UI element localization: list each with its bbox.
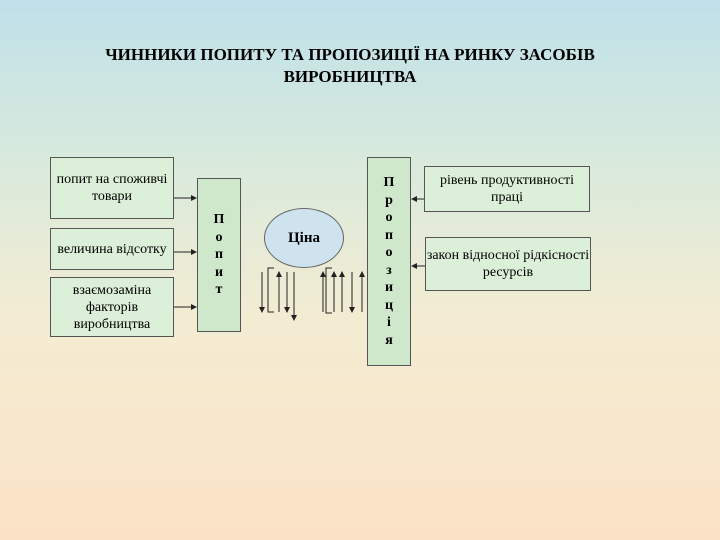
supply-letter: п <box>384 227 394 243</box>
demand-letter: т <box>215 282 223 298</box>
demand-letter: о <box>215 229 223 245</box>
demand-box: П о п и т <box>197 178 241 332</box>
supply-letter: р <box>385 192 393 208</box>
demand-letter: и <box>214 264 224 280</box>
supply-letter: о <box>385 210 393 225</box>
price-ellipse: Ціна <box>264 208 344 268</box>
demand-factor-consumer-goods: попит на споживчі товари <box>50 157 174 219</box>
supply-letter: и <box>384 280 394 295</box>
supply-box: П р о п о з и ц і я <box>367 157 411 366</box>
bracket-right <box>325 267 332 314</box>
supply-letter: з <box>386 262 392 278</box>
supply-factor-productivity: рівень продуктивності праці <box>424 166 590 212</box>
supply-letter: я <box>385 332 393 348</box>
demand-factor-substitution: взаємозаміна факторів виробництва <box>50 277 174 337</box>
demand-letter: П <box>213 212 225 228</box>
demand-letter: п <box>214 247 224 263</box>
supply-letter: ц <box>384 297 394 313</box>
supply-letter: П <box>383 175 395 190</box>
supply-letter: і <box>387 315 391 330</box>
demand-factor-interest-rate: величина відсотку <box>50 228 174 270</box>
supply-letter: о <box>385 245 393 260</box>
supply-factor-scarcity: закон відносної рідкісності ресурсів <box>425 237 591 291</box>
bracket-left-down <box>267 267 274 313</box>
diagram-title: ЧИННИКИ ПОПИТУ ТА ПРОПОЗИЦІЇ НА РИНКУ ЗА… <box>105 45 595 86</box>
